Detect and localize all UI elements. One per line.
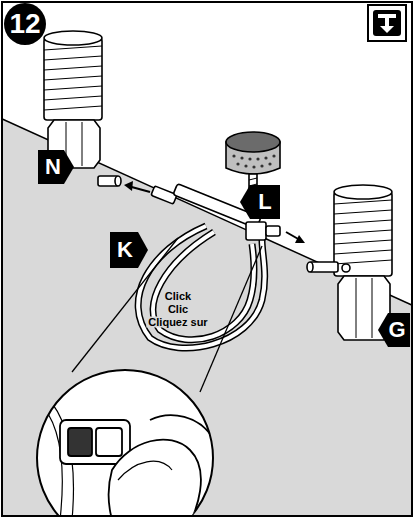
inset-detail-part xyxy=(60,420,130,464)
right-fitting-part xyxy=(307,262,313,272)
right-fitting-part xyxy=(372,278,373,338)
mounting-knob-part-part xyxy=(244,164,247,167)
right-fitting-part xyxy=(334,192,392,276)
callout-tag xyxy=(38,150,74,184)
right-fitting-part xyxy=(334,185,392,199)
step-badge xyxy=(4,3,46,45)
mounting-knob-part-part xyxy=(256,157,259,160)
detail-inset xyxy=(37,370,213,516)
action-text: Clic xyxy=(166,304,190,315)
hoses-part xyxy=(138,226,265,348)
scene xyxy=(2,3,412,516)
direction-arrow-head xyxy=(124,181,133,191)
tee-connector-part xyxy=(151,186,177,204)
leader-line xyxy=(72,238,178,372)
direction-arrow-head xyxy=(295,235,305,243)
callout-letter: K xyxy=(117,239,133,261)
inset-detail-part xyxy=(68,428,92,456)
callout-tag xyxy=(240,185,280,219)
mounting-knob-part-part xyxy=(248,157,251,160)
inset-detail-part xyxy=(150,415,214,440)
install-icon-part xyxy=(385,18,389,26)
inset-detail-part xyxy=(96,428,122,456)
install-icon xyxy=(373,10,401,36)
action-text: Cliquez sur xyxy=(146,317,209,328)
callout-tag xyxy=(110,232,148,268)
mounting-knob-part-part xyxy=(260,164,263,167)
mounting-knob-part-part xyxy=(232,154,235,157)
right-fitting-part xyxy=(310,262,338,272)
callout-tag xyxy=(378,313,410,347)
mounting-knob-part xyxy=(232,154,275,168)
hoses xyxy=(138,226,265,348)
mounting-knob-part-part xyxy=(272,154,275,157)
mounting-knob-part-part xyxy=(252,165,255,168)
right-fitting xyxy=(307,185,392,340)
left-fitting-part xyxy=(82,122,83,166)
install-icon-frame xyxy=(368,5,406,41)
hoses-part xyxy=(138,226,265,348)
inset-detail-part xyxy=(118,461,172,480)
tee-connector-part xyxy=(246,222,266,240)
install-icon-part xyxy=(378,14,396,18)
mounting-knob-part xyxy=(226,132,280,152)
right-fitting-part xyxy=(356,278,357,338)
right-fitting-part xyxy=(334,200,392,264)
mounting-knob-part-part xyxy=(268,162,271,165)
right-fitting-part xyxy=(342,264,350,272)
callout-letter: N xyxy=(45,156,61,178)
inset-detail-part xyxy=(37,400,62,516)
left-fitting-part xyxy=(44,31,102,45)
left-fitting-part xyxy=(44,38,102,120)
callout-letter: L xyxy=(258,191,271,213)
callout-letter: G xyxy=(388,319,405,341)
install-icon-part xyxy=(380,26,394,33)
left-fitting-part xyxy=(44,46,102,110)
action-text: Click xyxy=(163,291,193,302)
tee-connector xyxy=(151,184,280,240)
step-number: 12 xyxy=(9,10,40,38)
left-fitting-part xyxy=(115,176,121,186)
mounting-knob-part-part xyxy=(240,156,243,159)
left-fitting xyxy=(44,31,121,186)
inset-detail-part xyxy=(109,440,201,516)
inset-detail xyxy=(37,395,214,516)
tee-connector-part xyxy=(266,226,280,236)
install-icon-part xyxy=(373,10,401,36)
mounting-knob-part-part xyxy=(236,162,239,165)
mounting-knob-part-part xyxy=(264,156,267,159)
